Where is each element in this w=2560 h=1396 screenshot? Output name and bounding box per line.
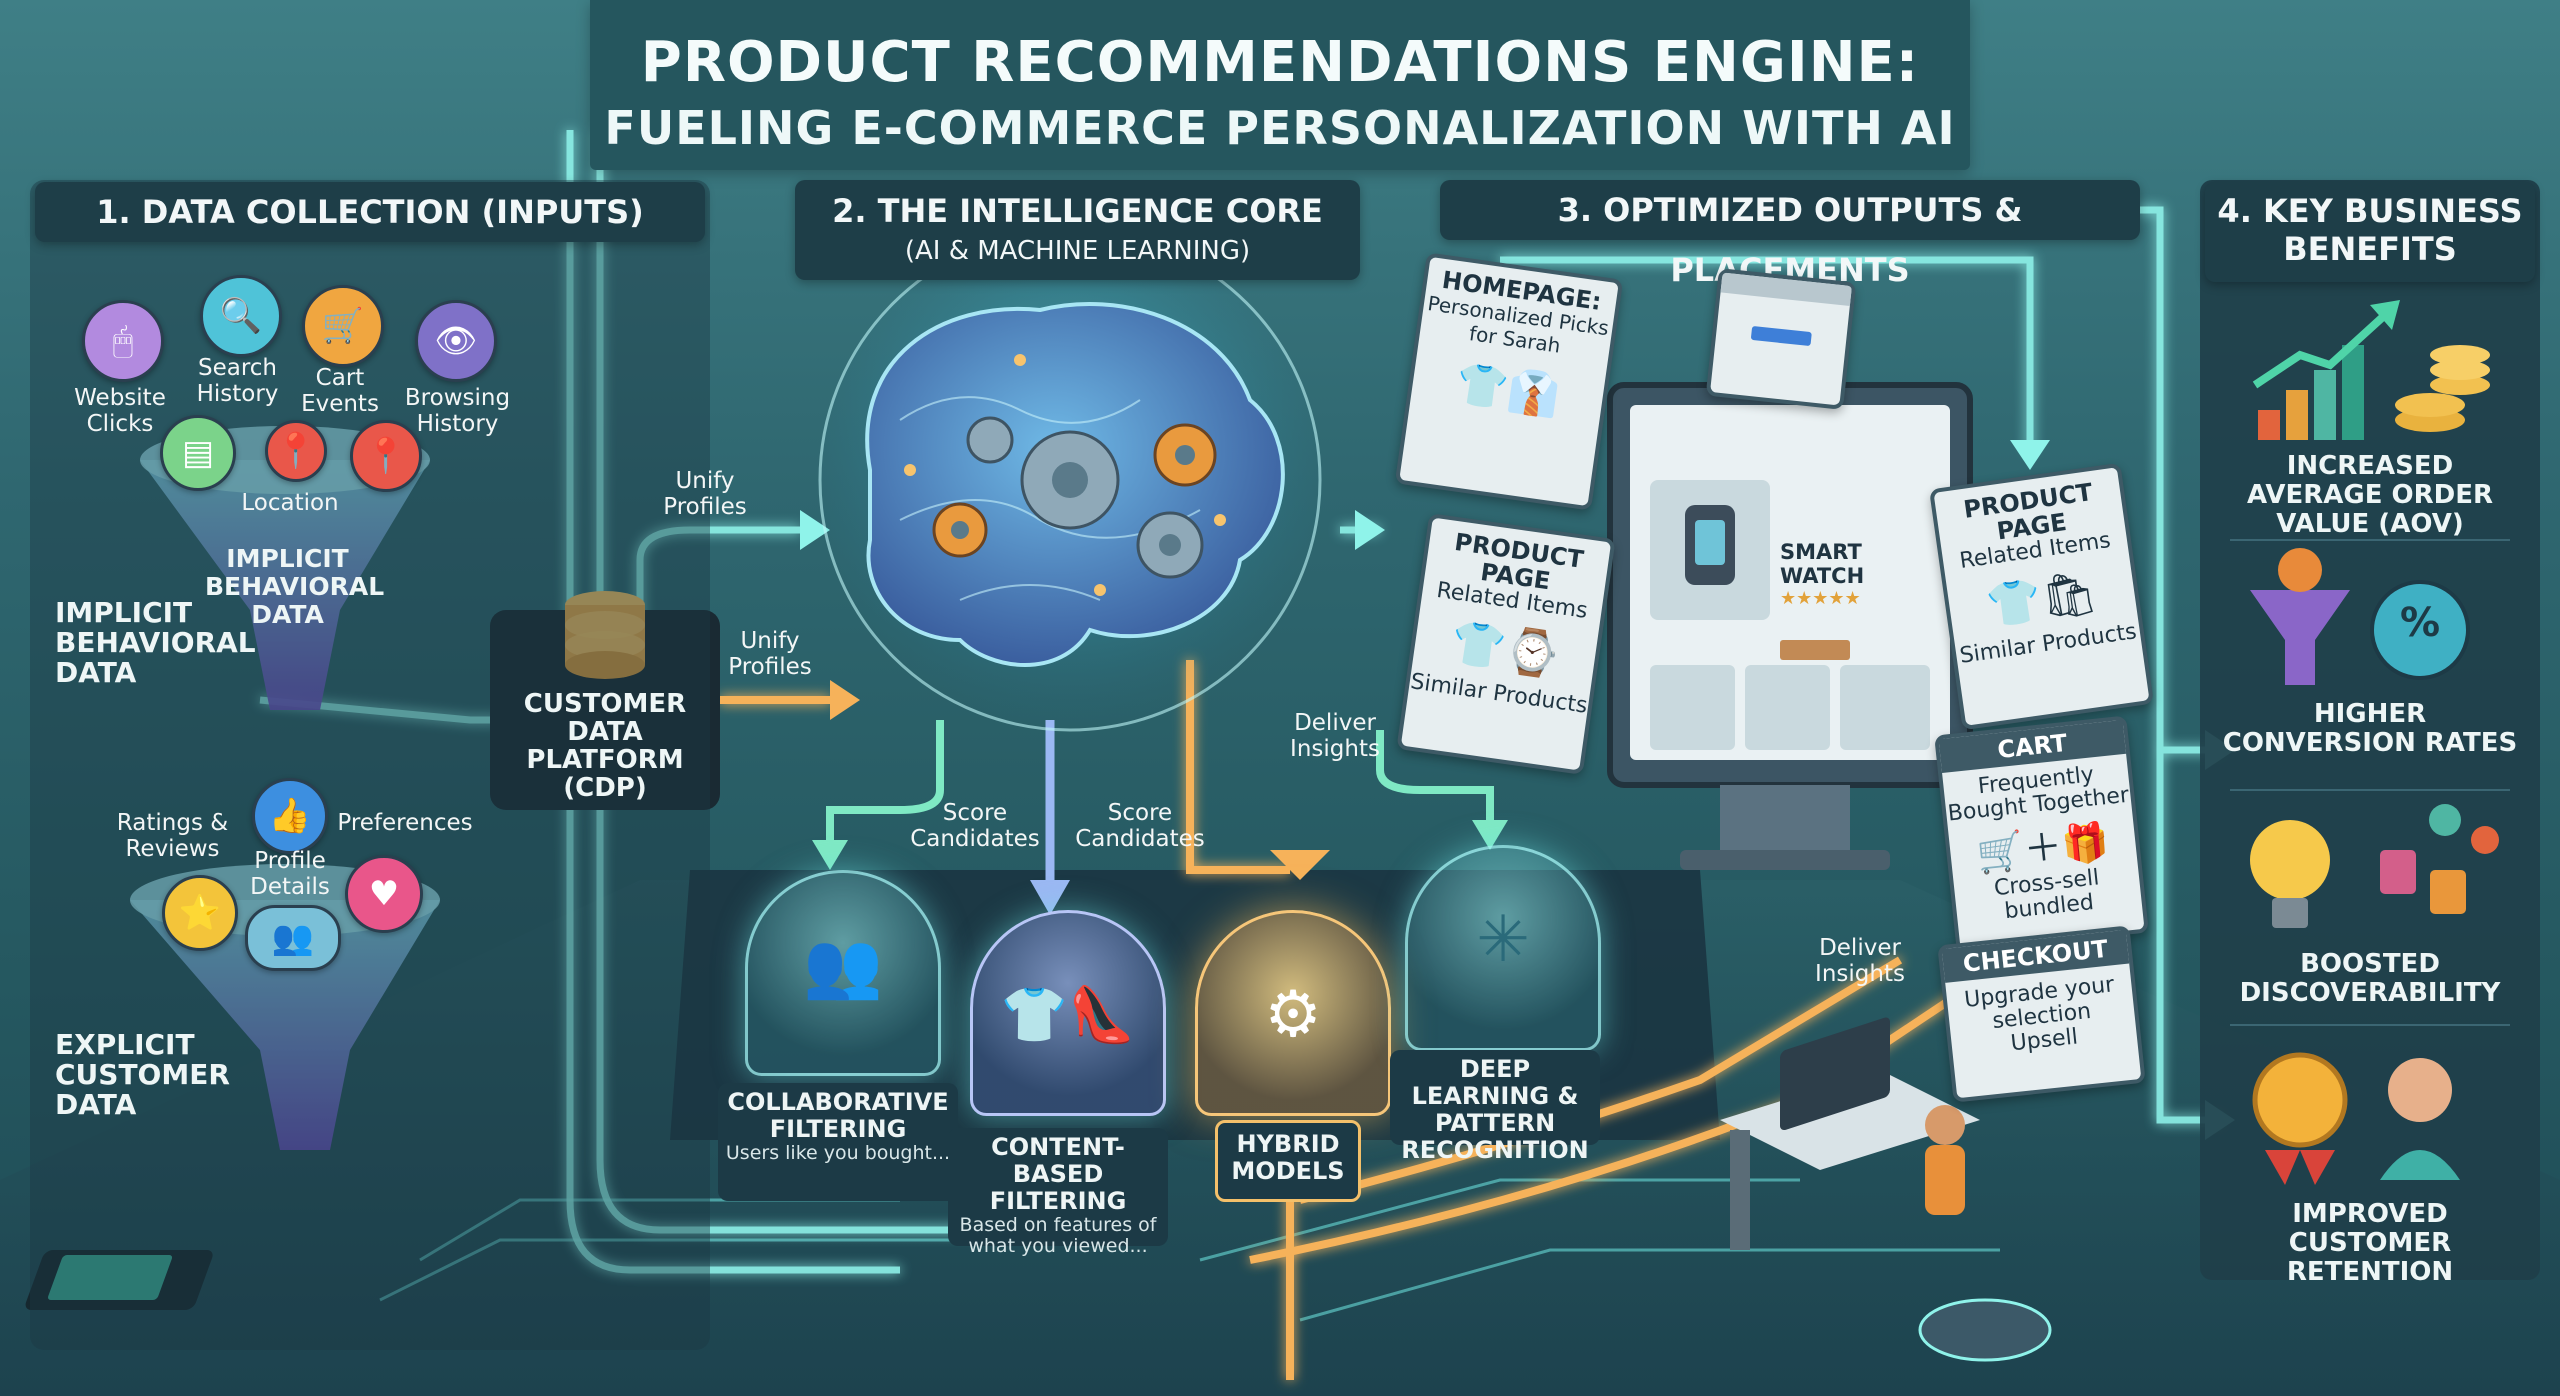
model-content-sub: Based on features of what you viewed... [959,1214,1157,1257]
desk-worker-illustration [1720,1017,2052,1362]
implicit-funnel [140,460,430,710]
product-page-right-card: PRODUCT PAGE Related Items 👕🛍 Similar Pr… [1929,462,2154,731]
score-candidates-label-1: Score Candidates [910,800,1040,852]
implicit-side-label: IMPLICIT BEHAVIORAL DATA [55,596,256,689]
unify-profiles-label-2: Unify Profiles [728,628,812,680]
shirt-shoe-icon: 👕👠 [1000,983,1136,1046]
eye-icon: 👁 [415,300,497,382]
browsing-history-label: Browsing History [404,385,511,437]
benefit-aov: INCREASED AVERAGE ORDER VALUE (AOV) [2246,451,2494,539]
smart-watch-monitor [1607,382,1973,870]
checkout-card: CHECKOUT Upgrade your selection Upsell [1937,925,2146,1103]
title-banner: PRODUCT RECOMMENDATIONS ENGINE: FUELING … [590,0,1970,170]
thumbs-up-icon: 👍 [252,778,328,854]
explicit-funnel [130,900,440,1150]
score-candidates-label-2: Score Candidates [1075,800,1205,852]
explicit-side-label: EXPLICIT CUSTOMER DATA [55,1028,230,1121]
model-collaborative-sub: Users like you bought... [725,1142,951,1164]
collaborative-dome: 👥 [745,870,941,1076]
deliver-insights-label: Deliver Insights [1290,710,1380,762]
brain-illustration [865,302,1285,667]
retention-medal-icon [2252,1052,2460,1185]
gear-icon: ⚙ [1264,978,1322,1052]
hybrid-dome: ⚙ [1195,910,1391,1116]
apparel-icons: 👕👔 [1452,357,1564,421]
benefit-conversion: HIGHER CONVERSION RATES [2222,699,2518,758]
search-icon: 🔍 [200,275,282,357]
percent-icon: % [2400,600,2441,646]
unify-profiles-label-1: Unify Profiles [663,468,747,520]
website-clicks-label: Website Clicks [74,385,166,437]
location-label: Location [241,490,339,516]
product-page-left-card: PRODUCT PAGE Related Items 👕⌚ Similar Pr… [1396,513,1616,775]
model-deep-title: DEEP LEARNING & PATTERN RECOGNITION [1401,1055,1589,1164]
implicit-funnel-label: IMPLICIT BEHAVIORAL DATA [205,544,385,629]
cart-card: CART Frequently Bought Together 🛒＋🎁 Cros… [1934,715,2149,953]
star-icon: ⭐ [162,875,238,951]
section1-header: 1. DATA COLLECTION (INPUTS) [35,182,705,242]
title-line-2: FUELING E-COMMERCE PERSONALIZATION WITH … [604,101,1956,155]
cart-icon: 🛒 [302,285,384,367]
smart-watch-label: SMART WATCH [1780,540,1865,588]
model-hybrid-title: HYBRID MODELS [1231,1130,1345,1185]
lightbulb-icon [2250,804,2499,928]
model-hybrid: HYBRID MODELS [1215,1120,1361,1202]
location-pin-icon-small: 📍 [265,420,327,482]
model-collaborative: COLLABORATIVE FILTERING Users like you b… [718,1083,958,1201]
model-flow-lines [826,720,1494,850]
model-content-title: CONTENT-BASED FILTERING [989,1133,1127,1215]
deep-learning-dome: ✳ [1405,845,1601,1051]
model-deep-learning: DEEP LEARNING & PATTERN RECOGNITION [1390,1050,1600,1164]
conversion-funnel-icon [2250,548,2470,685]
ratings-label: Ratings & Reviews [116,810,229,862]
cdp-label: CUSTOMER DATA PLATFORM (CDP) [523,689,687,803]
location-pin-icon: 📍 [350,420,422,492]
email-card [1705,268,1857,410]
browser-window-icon: ▤ [160,415,236,491]
section2-title: 2. THE INTELLIGENCE CORE [832,192,1323,230]
preferences-label: Preferences [337,810,473,836]
mouse-icon: 🖱 [82,300,164,382]
rating-stars: ★★★★★ [1780,588,1861,609]
aov-chart-icon [2252,300,2490,440]
title-line-1: PRODUCT RECOMMENDATIONS ENGINE: [640,30,1920,95]
homepage-card: HOMEPAGE: Personalized Picks for Sarah 👕… [1394,252,1624,511]
benefit-retention: IMPROVED CUSTOMER RETENTION [2286,1199,2454,1287]
network-icon: ✳ [1476,903,1530,977]
processor-chip [25,1250,213,1310]
section2-subtitle: (AI & MACHINE LEARNING) [904,236,1251,266]
profile-label: Profile Details [250,848,330,900]
model-collaborative-title: COLLABORATIVE FILTERING [727,1088,949,1143]
section3-header: 3. OPTIMIZED OUTPUTS & PLACEMENTS [1440,180,2140,289]
search-history-label: Search History [196,355,279,407]
deliver-insights-label-2: Deliver Insights [1815,935,1905,987]
content-based-dome: 👕👠 [970,910,1166,1116]
cdp-database-icon [490,591,720,810]
heart-icon: ♥ [345,855,423,933]
section2-header: 2. THE INTELLIGENCE CORE (AI & MACHINE L… [795,180,1360,280]
section4-header: 4. KEY BUSINESS BENEFITS [2205,182,2535,282]
users-icon: 👥 [245,905,341,971]
benefit-discoverability: BOOSTED DISCOVERABILITY [2239,949,2501,1008]
people-icon: 👥 [803,929,883,1003]
model-content-based: CONTENT-BASED FILTERING Based on feature… [948,1128,1168,1257]
monitor-product-info: SMART WATCH ★★★★★ [1780,540,1950,609]
cart-events-label: Cart Events [301,365,379,417]
